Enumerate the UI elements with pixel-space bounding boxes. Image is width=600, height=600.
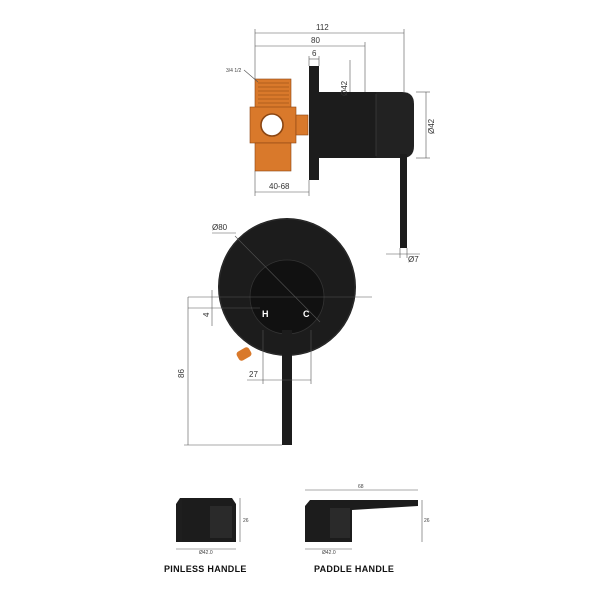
dim-offset: 4 [202,312,211,317]
dim-wall-depth: 40-68 [269,182,290,191]
pinless-handle-inner [210,506,232,538]
valve-body [249,78,309,172]
cover-body-side [319,92,376,158]
dim-lever-length: 86 [177,369,186,378]
paddle-height-label: 26 [424,518,430,524]
front-view: H C Ø80 4 86 27 [177,218,372,446]
dim-lever-width: 27 [249,370,258,379]
dim-spindle-diameter: Ø42 [340,80,349,96]
dim-handle-diameter: Ø42 [427,118,436,134]
valve-lower-body [254,142,292,172]
paddle-handle-figure: 68 26 Ø42.0 PADDLE HANDLE [305,484,430,574]
thread-label: 3/4 1/2 [226,68,242,74]
valve-thread-lines [258,82,289,104]
handle-cap-side [376,92,414,158]
valve-outlet-stub [295,114,309,136]
paddle-handle-caption: PADDLE HANDLE [314,564,394,574]
dim-plate-thickness: 6 [312,49,317,58]
pinless-handle-figure: 26 Ø42.0 PINLESS HANDLE [164,498,249,574]
dim-lever-diameter: Ø7 [408,255,419,264]
valve-pin-front [236,347,252,361]
paddle-handle-inner [330,508,350,538]
hot-label: H [262,309,269,319]
paddle-base-label: Ø42.0 [322,550,336,556]
pinless-height-label: 26 [243,518,249,524]
wall-plate-side [309,66,319,180]
lever-front [282,330,292,445]
dim-plate-diameter: Ø80 [212,223,228,232]
pinless-base-label: Ø42.0 [199,550,213,556]
lever-side [400,154,407,248]
side-view: 112 80 6 3/4 1/2 Ø42 Ø42 40-68 Ø7 [226,23,436,264]
valve-thread-section [254,78,292,110]
paddle-handle-blade [352,500,418,510]
cold-label: C [303,309,310,319]
pinless-handle-caption: PINLESS HANDLE [164,564,247,574]
valve-inlet-port [260,113,284,137]
paddle-length-label: 68 [358,484,364,490]
dim-overall-length: 112 [316,23,329,32]
dim-projection: 80 [311,36,320,45]
